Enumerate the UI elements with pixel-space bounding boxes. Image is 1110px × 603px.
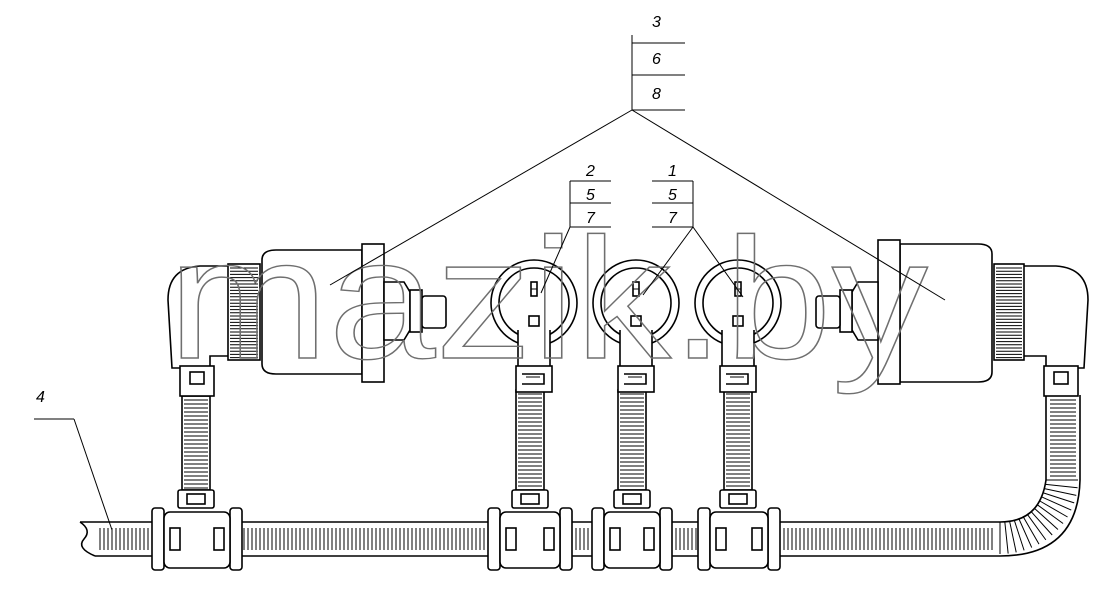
- left-sensor: [167, 243, 447, 397]
- callout-hose-label: 4: [36, 389, 45, 406]
- callout-right-label-1: 1: [668, 163, 677, 180]
- callout-top: 3 6 8: [329, 14, 946, 301]
- callout-left-label-2: 5: [586, 187, 595, 204]
- callout-top-label-1: 3: [652, 14, 661, 31]
- callout-hose: 4: [34, 389, 113, 531]
- branch-hose: [177, 395, 215, 509]
- hose-ribs: [99, 528, 993, 550]
- callout-left: 2 5 7: [540, 163, 611, 294]
- right-sensor: [815, 239, 1089, 397]
- main-corrugated-hose: [79, 395, 1081, 557]
- callout-right-label-3: 7: [668, 210, 678, 227]
- round-sensors: [490, 259, 782, 393]
- round-sensor-right: [694, 259, 782, 393]
- branch-hose: [511, 389, 549, 509]
- branch-hose: [719, 389, 757, 509]
- callout-left-label-1: 2: [585, 163, 595, 180]
- knurl-ring: [230, 267, 258, 359]
- watermark-text: mazik.by: [168, 203, 928, 395]
- round-sensor-middle: [592, 259, 680, 393]
- knurl-ring: [996, 267, 1022, 359]
- callout-top-label-3: 8: [652, 86, 661, 103]
- hose-clamp: [151, 507, 243, 571]
- hose-clamp: [591, 507, 673, 571]
- hose-clamps: [151, 507, 781, 571]
- callout-right-label-2: 5: [668, 187, 677, 204]
- callout-top-label-2: 6: [652, 51, 661, 68]
- round-sensor-left: [490, 259, 578, 393]
- hose-ribs-vertical: [999, 399, 1078, 554]
- callout-left-label-3: 7: [586, 210, 596, 227]
- branch-hoses: [177, 389, 757, 509]
- hose-clamp: [697, 507, 781, 571]
- hose-clamp: [487, 507, 573, 571]
- branch-hose: [613, 389, 651, 509]
- callout-right: 1 5 7: [642, 163, 744, 298]
